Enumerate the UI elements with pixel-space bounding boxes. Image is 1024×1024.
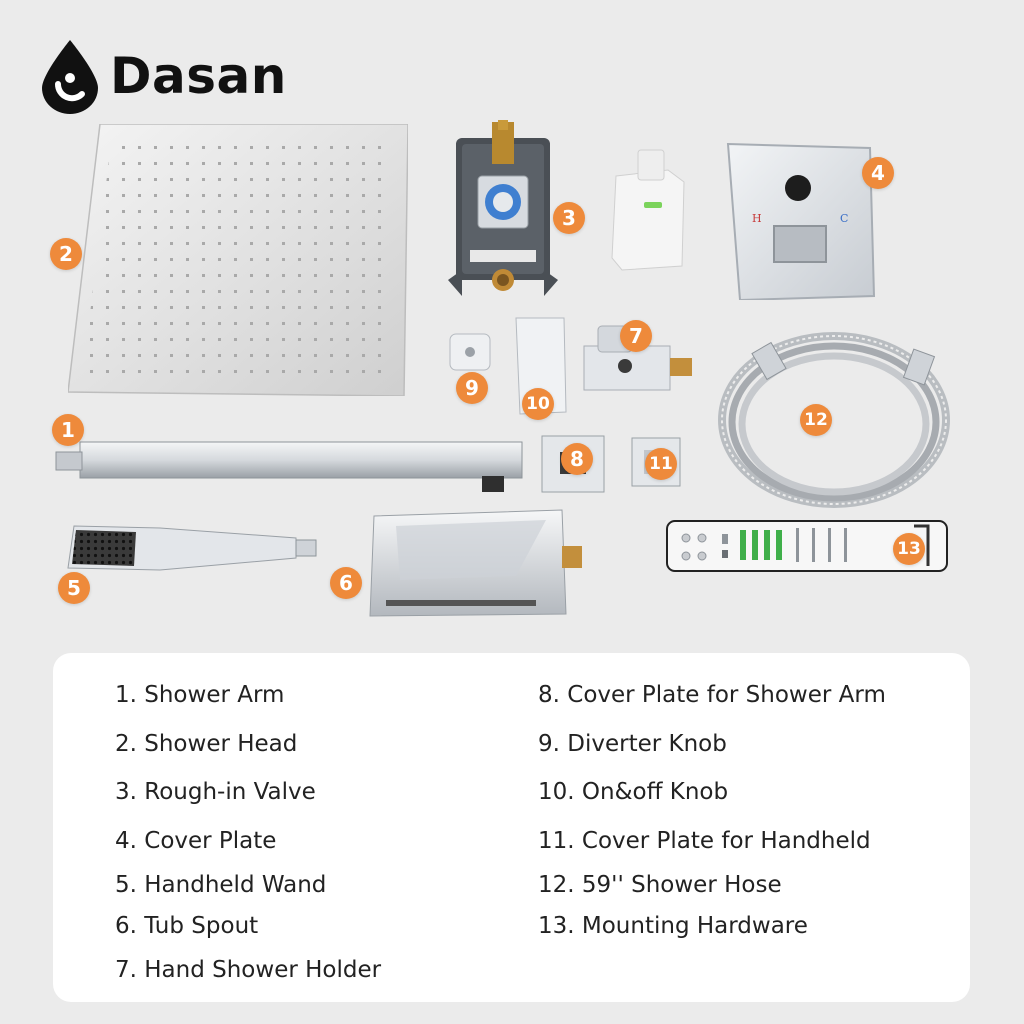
- legend-item-6: 6. Tub Spout: [115, 913, 259, 939]
- brand-logo: Dasan: [36, 38, 287, 114]
- shower-arm-image: [54, 438, 524, 494]
- cover-plate-image: H C: [726, 142, 876, 302]
- handheld-wand-image: [64, 524, 320, 572]
- legend-item-8: 8. Cover Plate for Shower Arm: [538, 682, 886, 708]
- legend-item-13: 13. Mounting Hardware: [538, 913, 808, 939]
- legend-item-11: 11. Cover Plate for Handheld: [538, 828, 871, 854]
- mounting-hardware-image: [666, 520, 948, 572]
- legend-item-10: 10. On&off Knob: [538, 779, 729, 805]
- legend-item-12: 12. 59'' Shower Hose: [538, 872, 782, 898]
- parts-legend: 1. Shower Arm 2. Shower Head 3. Rough-in…: [53, 653, 970, 1002]
- badge-12: 12: [800, 404, 832, 436]
- shower-hose-image: [708, 324, 958, 520]
- badge-8: 8: [561, 443, 593, 475]
- badge-7: 7: [620, 320, 652, 352]
- badge-1: 1: [52, 414, 84, 446]
- brand-name: Dasan: [110, 47, 287, 105]
- hot-label: H: [752, 212, 762, 225]
- cold-label: C: [840, 212, 848, 225]
- badge-11: 11: [645, 448, 677, 480]
- diverter-knob-image: [448, 332, 492, 372]
- legend-item-4: 4. Cover Plate: [115, 828, 277, 854]
- badge-2: 2: [50, 238, 82, 270]
- legend-item-9: 9. Diverter Knob: [538, 731, 727, 757]
- legend-item-5: 5. Handheld Wand: [115, 872, 327, 898]
- badge-5: 5: [58, 572, 90, 604]
- legend-item-3: 3. Rough-in Valve: [115, 779, 316, 805]
- badge-6: 6: [330, 567, 362, 599]
- badge-3: 3: [553, 202, 585, 234]
- tub-spout-image: [366, 506, 586, 622]
- plaster-guard-image: [608, 148, 688, 272]
- shower-head-image: [67, 123, 409, 397]
- badge-9: 9: [456, 372, 488, 404]
- rough-in-valve-image: [448, 120, 558, 300]
- badge-4: 4: [862, 157, 894, 189]
- badge-13: 13: [893, 533, 925, 565]
- legend-item-7: 7. Hand Shower Holder: [115, 957, 382, 983]
- legend-item-1: 1. Shower Arm: [115, 682, 285, 708]
- badge-10: 10: [522, 388, 554, 420]
- legend-item-2: 2. Shower Head: [115, 731, 298, 757]
- water-drop-logo-icon: [42, 40, 98, 114]
